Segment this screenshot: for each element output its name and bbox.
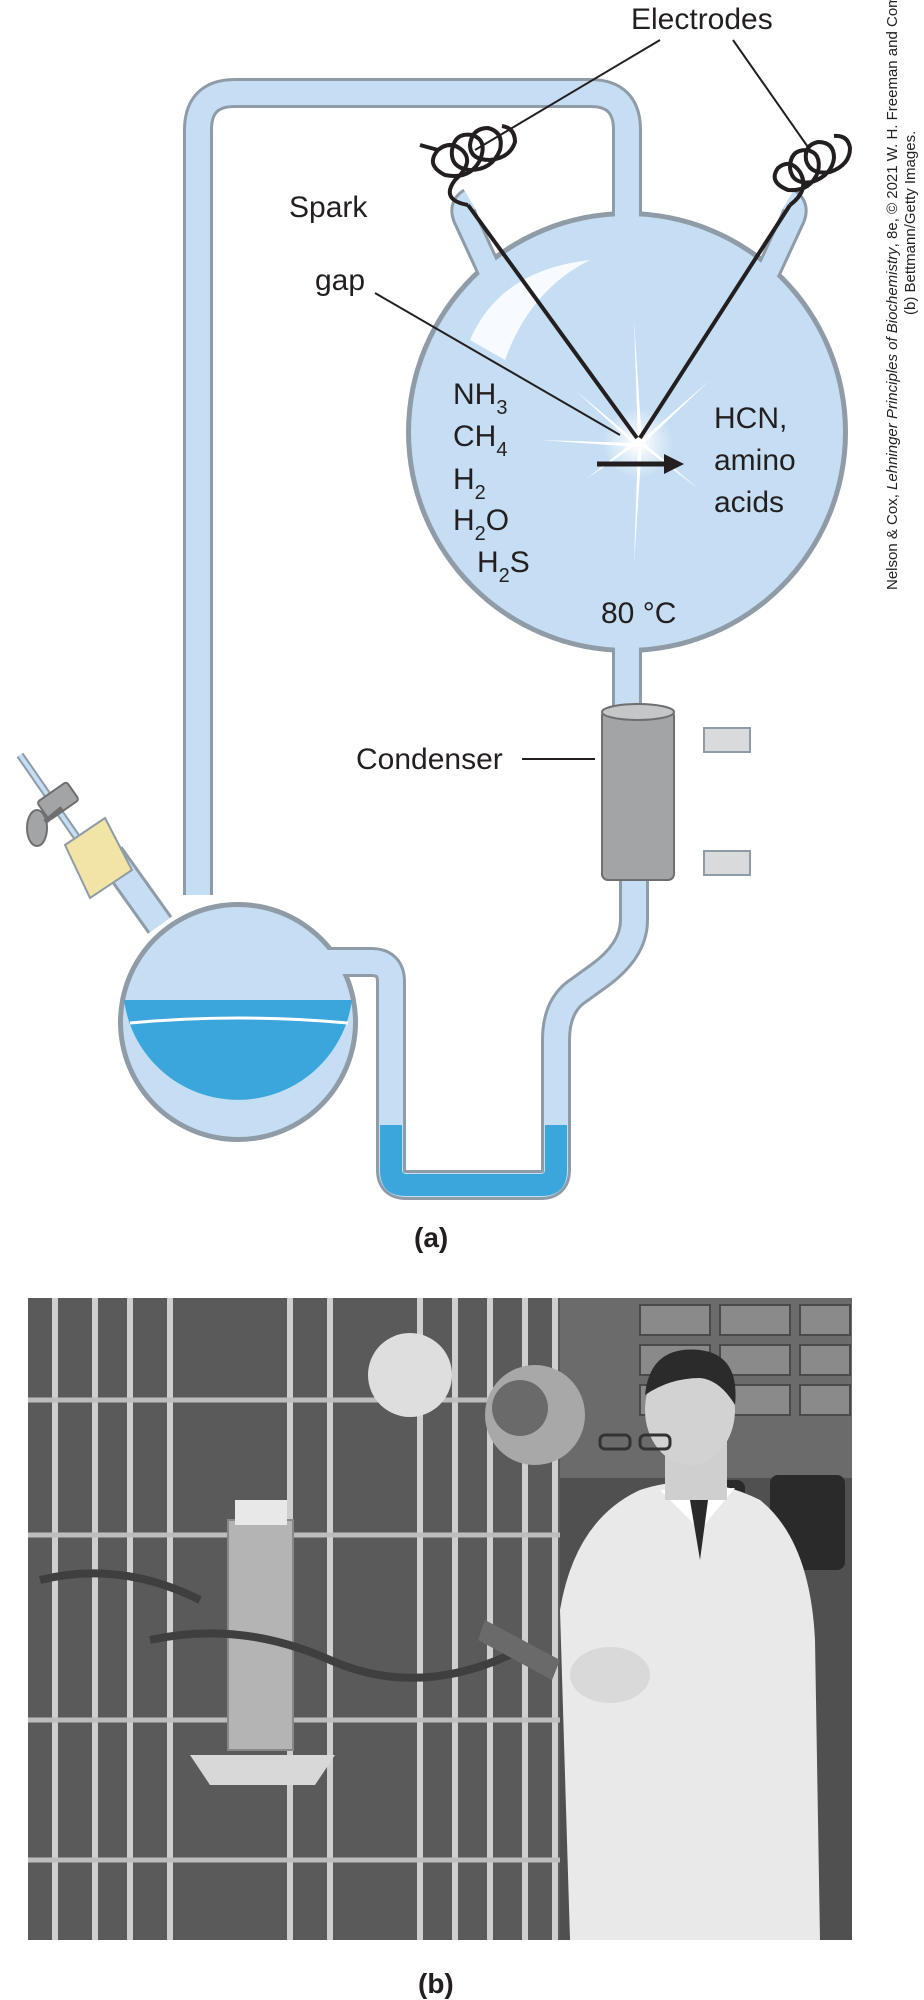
- flask-water: [124, 1000, 352, 1100]
- electrode-right: [638, 133, 853, 440]
- product-line3: acids: [714, 486, 784, 519]
- gas-h2s: H2S: [477, 546, 530, 587]
- gas-nh3: NH3: [453, 378, 507, 419]
- apparatus-diagram: Electrodes Spark gap NH3 CH4 H2 H2O H2S …: [16, 3, 853, 1200]
- electrode-left: [419, 124, 639, 440]
- svg-text:Nelson & Cox, Lehninger Princi: Nelson & Cox, Lehninger Principles of Bi…: [884, 0, 901, 590]
- credit: Nelson & Cox, Lehninger Principles of Bi…: [884, 0, 919, 590]
- product-line2: amino: [714, 444, 796, 477]
- panel-label-a: (a): [414, 1222, 448, 1253]
- scientist: [478, 1349, 820, 1940]
- stopcock: [16, 752, 134, 900]
- u-trap-water: [380, 1125, 567, 1196]
- condenser-label: Condenser: [356, 743, 503, 776]
- spark-gap-leader: [374, 292, 621, 436]
- spark-gap-label-line1: Spark: [289, 191, 368, 224]
- reaction-arrow: [597, 454, 684, 474]
- gas-ch4: CH4: [453, 420, 507, 461]
- lab-photograph: [28, 1298, 852, 1940]
- glass-highlight: [470, 260, 590, 360]
- product-line1: HCN,: [714, 402, 787, 435]
- panel-label-b: (b): [418, 1968, 454, 1999]
- electrodes-leader-right: [732, 39, 811, 151]
- electrodes-leader-left: [474, 39, 661, 151]
- gas-h2: H2: [453, 463, 486, 504]
- temperature-label: 80 °C: [601, 597, 676, 630]
- gas-h2o: H2O: [453, 504, 509, 545]
- spark-gap-label-line2: gap: [315, 264, 365, 297]
- svg-text:(b) Bettmann/Getty Images.: (b) Bettmann/Getty Images.: [902, 131, 919, 315]
- electrodes-label: Electrodes: [631, 3, 773, 36]
- condenser: [601, 703, 751, 881]
